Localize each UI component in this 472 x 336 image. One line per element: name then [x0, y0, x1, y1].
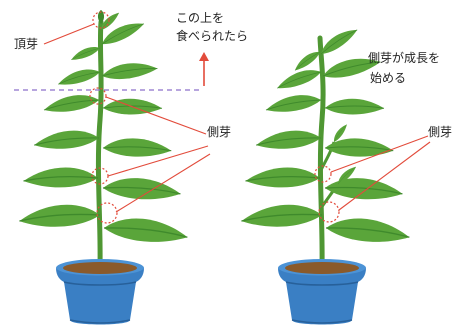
right-pot: [278, 259, 366, 325]
left-plant: [18, 10, 189, 325]
lateral-bud-label-left: 側芽: [207, 124, 231, 140]
lateral-growth-caption-line2: 始める: [370, 70, 406, 86]
lateral-growth-caption-line1: 側芽が成長を: [368, 50, 440, 66]
lateral-bud-label-right: 側芽: [428, 124, 452, 140]
left-plant-leaves: [18, 10, 189, 249]
apical-bud-label: 頂芽: [14, 36, 38, 52]
eaten-caption-line2: 食べられたら: [176, 28, 248, 44]
eaten-caption-line1: この上を: [176, 10, 224, 26]
arrow-up-icon: [199, 52, 209, 86]
left-pot: [56, 259, 144, 325]
